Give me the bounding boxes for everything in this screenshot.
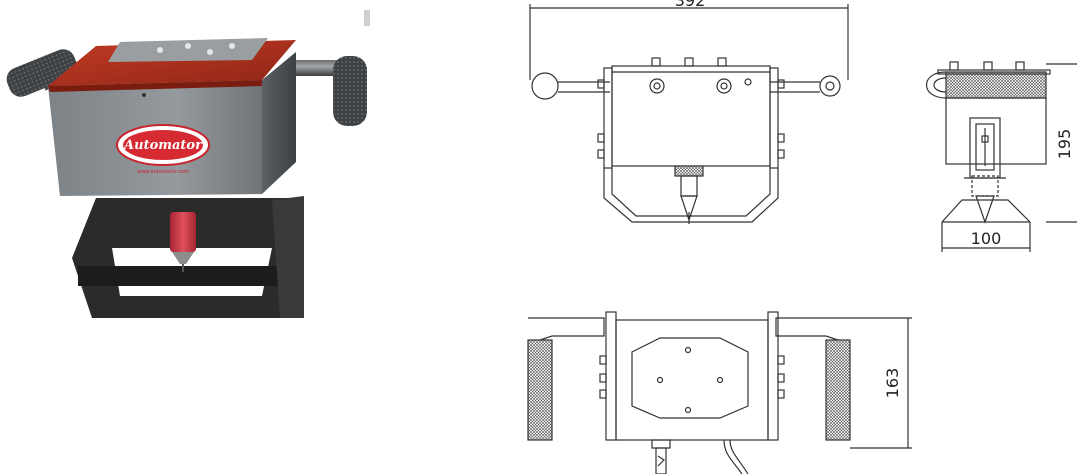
technical-drawings: 392 (500, 0, 1077, 474)
top-depth-dimension: 163 (883, 368, 902, 399)
product-photo: Automator www.automator.com (0, 0, 380, 474)
side-view (926, 61, 1077, 252)
front-width-dimension: 392 (675, 0, 706, 10)
brand-logo: Automator www.automator.com (116, 124, 210, 175)
photo-edge-marker (364, 10, 370, 26)
top-view (527, 311, 912, 474)
front-view (529, 4, 849, 224)
right-handle (286, 56, 367, 126)
logo-text: Automator (122, 138, 203, 153)
side-height-dimension: 195 (1055, 129, 1074, 160)
logo-url: www.automator.com (137, 169, 189, 175)
marking-nozzle (170, 212, 196, 272)
side-base-width-dimension: 100 (971, 229, 1002, 248)
main-housing (48, 38, 296, 196)
